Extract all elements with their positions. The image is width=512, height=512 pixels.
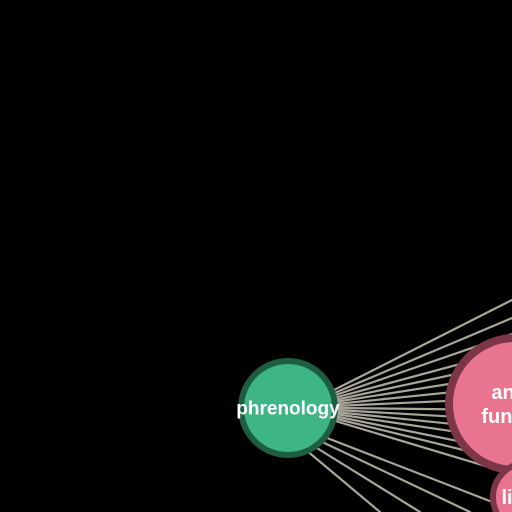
node-phrenology[interactable]: phrenology (236, 358, 340, 458)
edge-phrenology-li (316, 438, 472, 512)
edge-phrenology-an-funn (330, 316, 512, 396)
nodes-layer: phrenology anfunn li (236, 334, 512, 512)
node-label: an (491, 382, 512, 404)
edge-phrenology-li (304, 448, 382, 512)
node-label: funn (481, 406, 512, 428)
node-an-funn[interactable]: anfunn (445, 334, 512, 474)
node-circle[interactable] (238, 358, 338, 458)
edge-phrenology-li (320, 434, 502, 507)
edge-phrenology-li (310, 443, 422, 512)
node-li[interactable]: li (490, 463, 512, 512)
node-circle[interactable] (490, 463, 512, 512)
edge-phrenology-an-funn (328, 298, 512, 394)
node-label: phrenology (236, 399, 340, 420)
node-circle[interactable] (445, 334, 512, 474)
node-label: li (501, 487, 512, 509)
